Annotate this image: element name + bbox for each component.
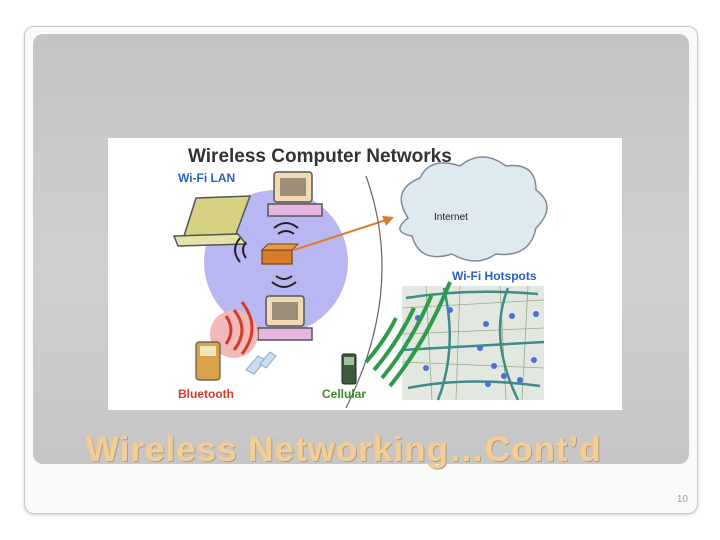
bluetooth-label: Bluetooth (178, 387, 234, 401)
bluetooth-zone (210, 301, 258, 358)
page-number: 10 (676, 494, 688, 505)
hotspots-map (401, 285, 545, 401)
internet-link-arrow (293, 216, 394, 251)
router-icon (260, 243, 300, 265)
hotspots-label: Wi-Fi Hotspots (452, 269, 537, 283)
desktop-computer-icon (267, 171, 323, 217)
slide-title: Wireless Networking…Cont’d (86, 430, 602, 469)
cellular-phone-icon (341, 353, 357, 385)
phone-icon (195, 341, 221, 381)
cellular-waves-icon (364, 281, 452, 388)
desktop-computer-icon (257, 295, 313, 341)
internet-label: Internet (434, 212, 468, 223)
wireless-networks-figure: Wireless Computer Networks Wi-Fi LAN (108, 138, 622, 410)
laptop-icon (172, 195, 252, 247)
wifi-lan-label: Wi-Fi LAN (178, 171, 235, 185)
headset-icon (245, 351, 277, 375)
cellular-label: Cellular (322, 387, 366, 401)
figure-heading: Wireless Computer Networks (188, 146, 452, 167)
coverage-boundary-line (345, 175, 383, 409)
network-diagram: Wireless Computer Networks Wi-Fi LAN (172, 146, 548, 409)
internet-cloud-icon (399, 156, 548, 262)
wifi-waves-icon (234, 222, 299, 288)
